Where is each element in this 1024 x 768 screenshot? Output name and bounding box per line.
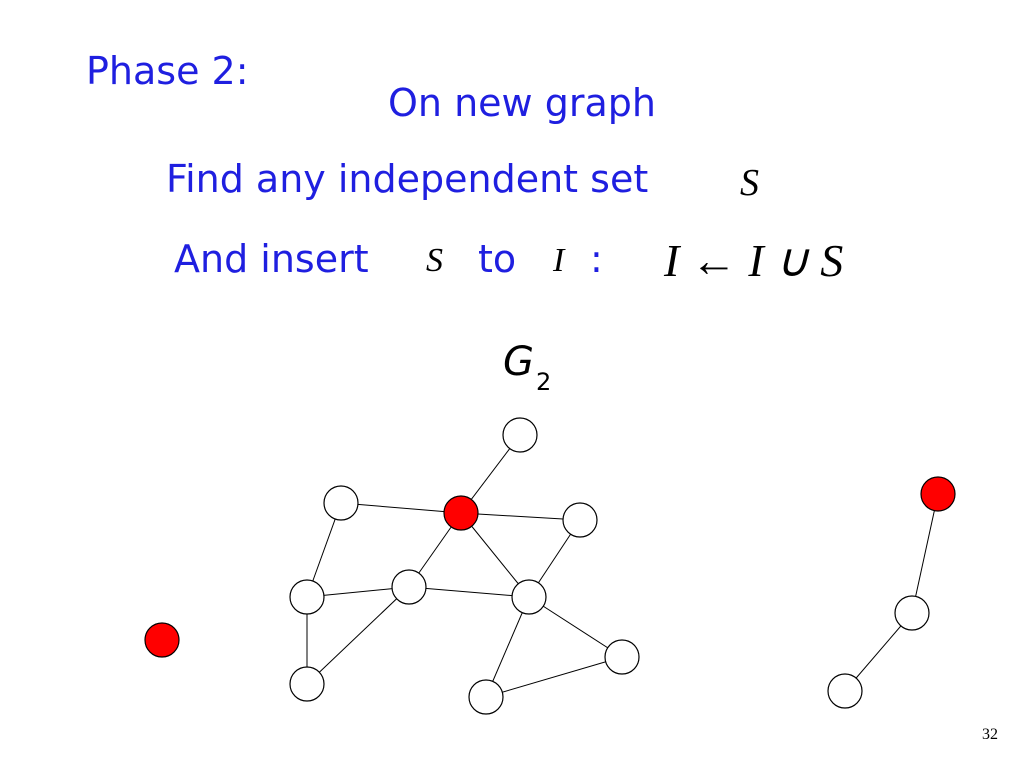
graph-node-selected <box>144 622 180 658</box>
graph-node <box>827 673 863 709</box>
math-set-i-inline: I <box>553 242 565 279</box>
phase-title: Phase 2: <box>86 49 249 93</box>
graph-edge-n7-n9 <box>528 596 623 658</box>
graph-edge-n12-n13 <box>911 493 939 614</box>
graph-node <box>562 502 598 538</box>
graph-edge-n3-n7 <box>460 512 530 598</box>
graph-node-selected <box>920 476 956 512</box>
graph-node <box>511 579 547 615</box>
graph-label: G2 <box>503 339 551 394</box>
graph-node <box>502 417 538 453</box>
graph-edge-n2-n3 <box>340 502 462 514</box>
instruction-line-1: Find any independent set <box>166 157 649 201</box>
graph-node <box>391 569 427 605</box>
math-set-s-inline: S <box>426 242 443 279</box>
graph-node <box>289 579 325 615</box>
graph-nodes <box>144 417 956 715</box>
graph-edge-n6-n7 <box>408 586 530 598</box>
graph-label-letter: G <box>503 339 534 385</box>
graph-edge-n6-n8 <box>306 586 410 685</box>
graph-edge-n3-n4 <box>460 512 581 521</box>
math-set-s: S <box>740 162 759 204</box>
graph-node-selected <box>443 495 479 531</box>
graph-label-subscript: 2 <box>536 368 552 396</box>
graph-node <box>323 485 359 521</box>
update-rule-formula: I ← I ∪ S <box>664 235 844 286</box>
graph-node <box>468 679 504 715</box>
instruction-line-2-part-b: to <box>478 237 517 281</box>
graph-edge-n9-n10 <box>485 656 623 698</box>
graph-node <box>604 639 640 675</box>
graph-edge-n7-n10 <box>485 596 530 698</box>
instruction-line-2-part-a: And insert <box>174 237 369 281</box>
page-number: 32 <box>982 726 998 743</box>
graph-node <box>289 666 325 702</box>
subtitle: On new graph <box>388 81 656 125</box>
instruction-line-2-part-c: : <box>590 237 603 281</box>
graph-node <box>894 595 930 631</box>
